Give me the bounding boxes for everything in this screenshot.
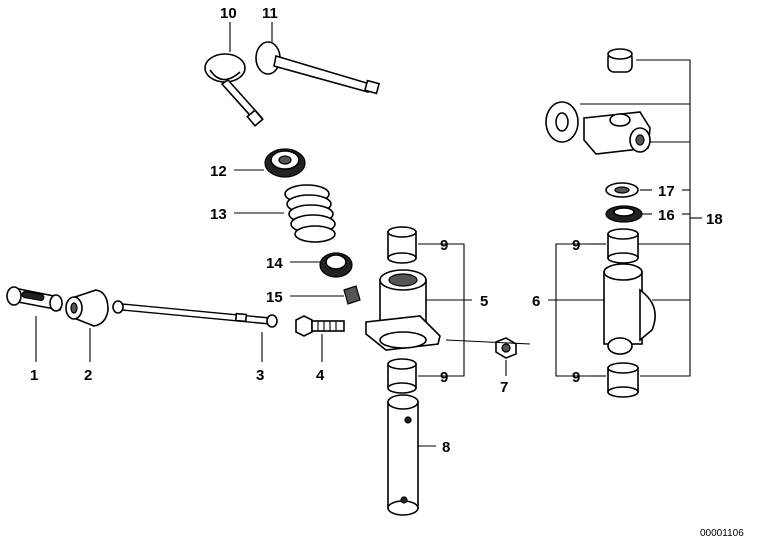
callout-1: 1 [30, 367, 38, 384]
part-9-bushing-lower-right [607, 362, 639, 398]
callout-5: 5 [480, 293, 488, 310]
part-18-washer [545, 101, 579, 143]
part-9-bushing-upper-left [387, 226, 417, 264]
callout-12: 12 [210, 163, 227, 180]
part-16-washer [605, 205, 643, 223]
part-5-rocker-arm [365, 269, 441, 351]
part-10-valve [204, 53, 264, 127]
callout-2: 2 [84, 367, 92, 384]
part-18-rocker-block [583, 111, 651, 155]
part-13-valve-spring [284, 184, 336, 243]
part-18-cap [607, 48, 633, 73]
callout-15: 15 [266, 289, 283, 306]
callout-13: 13 [210, 206, 227, 223]
part-17-washer [605, 182, 639, 198]
callout-9-upper-left: 9 [440, 237, 448, 254]
callout-3: 3 [256, 367, 264, 384]
callout-9-lower-right: 9 [572, 369, 580, 386]
callout-6: 6 [532, 293, 540, 310]
callout-labels: 1 2 3 4 5 6 7 8 9 9 9 9 10 11 12 13 14 1… [30, 5, 744, 539]
part-9-bushing-upper-right [607, 228, 639, 264]
reference-code: 00001106 [700, 528, 744, 539]
part-15-valve-keeper [343, 285, 361, 305]
leader-lines [35, 22, 702, 447]
part-8-rocker-shaft [387, 394, 419, 516]
callout-7: 7 [500, 379, 508, 396]
callout-11: 11 [262, 5, 278, 22]
part-6-rocker-arm [603, 263, 656, 355]
part-3-pushrod [112, 300, 278, 328]
callout-9-upper-right: 9 [572, 237, 580, 254]
callout-4: 4 [316, 367, 325, 384]
callout-17: 17 [658, 183, 675, 200]
callout-8: 8 [442, 439, 450, 456]
part-12-spring-retainer [264, 148, 306, 178]
part-2-cup [65, 289, 109, 327]
callout-9-lower-left: 9 [440, 369, 448, 386]
part-7-nut [495, 337, 517, 359]
part-4-adjusting-screw [295, 315, 345, 337]
part-1-tappet [6, 286, 63, 312]
callout-18: 18 [706, 211, 723, 228]
part-9-bushing-lower-left [387, 358, 417, 394]
part-14-spring-seat [319, 252, 353, 278]
callout-16: 16 [658, 207, 675, 224]
callout-10: 10 [220, 5, 237, 22]
part-11-valve [255, 41, 381, 95]
callout-14: 14 [266, 255, 283, 272]
